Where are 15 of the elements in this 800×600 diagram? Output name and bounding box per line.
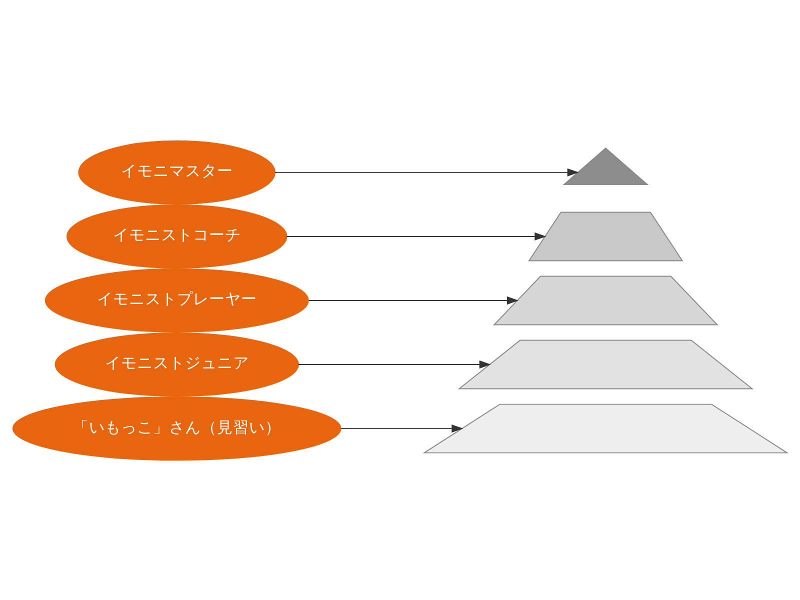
arrow	[340, 424, 464, 432]
node-ellipse: イモニストジュニア	[54, 332, 299, 396]
arrow	[298, 360, 491, 368]
node-ellipse: 「いもっこ」さん（見習い）	[12, 396, 342, 460]
node-trapezoid	[458, 339, 754, 389]
node-trapezoid	[422, 403, 789, 453]
node-trapezoid	[528, 211, 684, 261]
node-ellipse: イモニストコーチ	[66, 204, 288, 268]
arrow	[308, 296, 519, 304]
node-ellipse: イモニマスター	[78, 140, 276, 204]
node-trapezoid	[492, 275, 718, 325]
arrow	[274, 168, 579, 176]
arrow	[286, 232, 546, 240]
node-ellipse: イモニストプレーヤー	[44, 268, 309, 332]
node-triangle	[562, 147, 649, 185]
